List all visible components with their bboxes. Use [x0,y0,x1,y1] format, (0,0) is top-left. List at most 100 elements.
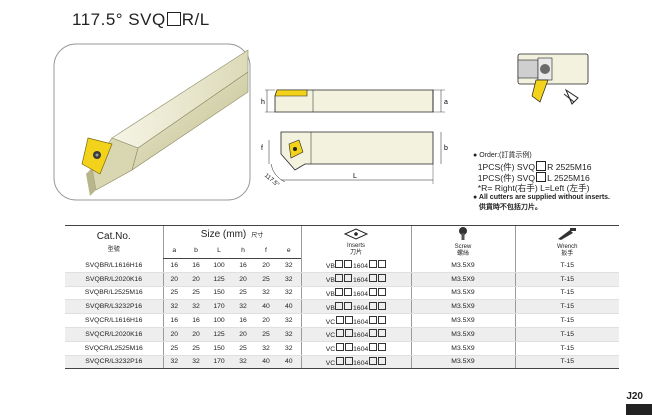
catno-cell: SVQBR/L2020K16 [65,272,163,287]
catno-sub-label: 型號 [107,247,120,254]
wrench-cell: T-15 [514,299,619,315]
dim-b-cell: 32 [185,355,207,370]
insert-cell: VB 1604 [300,272,411,287]
size-sub-label: 尺寸 [251,232,264,239]
inserts-label: Inserts [346,242,365,249]
order-example-left-suffix: L 2525M16 [547,173,590,184]
dimension-drawing: h a f b L 117.5° [261,89,448,189]
catno-cell: SVQBR/L1616H16 [65,258,163,273]
order-example-left-prefix: 1PCS(件) SVQ [477,173,536,184]
wrench-cell: T-15 [514,272,619,287]
insert-code: 1604 [352,304,369,312]
dim-a-cell: 20 [162,272,185,287]
insert-code: 1604 [353,318,369,326]
catno-cell: SVQBR/L2525M16 [65,286,163,301]
dim-b-cell: 25 [185,286,207,301]
insert-code: 1604 [353,346,369,354]
insert-code: 1604 [353,359,369,367]
wrench-cell: T-15 [514,258,619,273]
page-tab-marker [626,404,652,415]
placeholder-box [368,356,377,365]
wrench-icon [558,227,577,240]
dim-h-cell: 25 [231,286,255,301]
tool-holder-illustration [53,43,251,201]
catno-cell: SVQCR/L2525M16 [65,341,163,356]
catno-cell: SVQCR/L1616H16 [65,313,163,328]
screw-cell: M3.5X9 [410,327,515,342]
placeholder-box [368,343,377,352]
dim-L-cell: 150 [207,286,231,301]
insert-prefix: VC [325,346,336,354]
screw-icon [459,226,467,240]
dim-L-cell: 170 [207,355,231,370]
placeholder-box [377,329,386,338]
dim-a-cell: 25 [162,341,185,356]
dim-L-cell: 125 [207,327,231,342]
col-L-header: L [207,242,231,259]
wrench-cell: T-15 [514,355,619,370]
dim-e-cell: 32 [277,272,301,287]
placeholder-box [377,343,386,352]
dim-e-cell: 40 [277,299,301,315]
placeholder-box [344,274,353,283]
screw-cell: M3.5X9 [410,272,515,287]
insert-shape-placeholder-box [166,12,181,26]
placeholder-box [377,274,386,283]
screw-cell: M3.5X9 [410,286,515,301]
dim-f-cell: 40 [255,355,277,370]
angle-label: 117.5° [263,173,280,189]
col-f-header: f [255,242,277,259]
placeholder-box [368,287,377,296]
insert-prefix: VB [325,277,335,285]
placeholder-box [377,260,386,269]
catno-header: Cat.No. 型號 [65,225,163,259]
dim-a-cell: 25 [162,286,185,301]
hand-legend: *R= Right(右手) L=Left (左手) [477,182,590,193]
dim-a-cell: 20 [162,327,185,342]
placeholder-box [335,260,344,269]
placeholder-box [344,329,353,338]
placeholder-box [377,301,386,310]
placeholder-box [344,301,353,310]
dim-L-cell: 100 [207,313,231,328]
insert-seating-detail [517,53,589,105]
dim-a-label: a [444,99,448,106]
insert-prefix: VB [325,290,335,298]
side-view: h a [261,89,448,113]
wrench-cell: T-15 [514,341,619,356]
placeholder-box [368,301,377,310]
col-e-header: e [277,242,301,259]
dim-h-cell: 25 [231,341,255,356]
insert-code: 1604 [352,277,369,285]
screw-cell: M3.5X9 [410,258,515,273]
placeholder-box [344,287,353,296]
dim-a-cell: 16 [162,258,185,273]
dim-f-cell: 32 [255,341,277,356]
wrench-cell: T-15 [514,286,619,301]
catno-cell: SVQCR/L3232P16 [65,355,163,370]
catno-label: Cat.No. [96,231,131,243]
order-heading: Order:(訂貨示例) [479,152,532,159]
dim-b-cell: 25 [185,341,207,356]
top-view: f b L 117.5° [261,131,448,189]
dim-b-cell: 32 [185,299,207,315]
dim-a-cell: 32 [162,355,185,370]
dim-f-label: f [261,145,263,152]
dim-e-cell: 32 [277,341,301,356]
dim-h-cell: 20 [231,272,255,287]
placeholder-box [377,287,386,296]
